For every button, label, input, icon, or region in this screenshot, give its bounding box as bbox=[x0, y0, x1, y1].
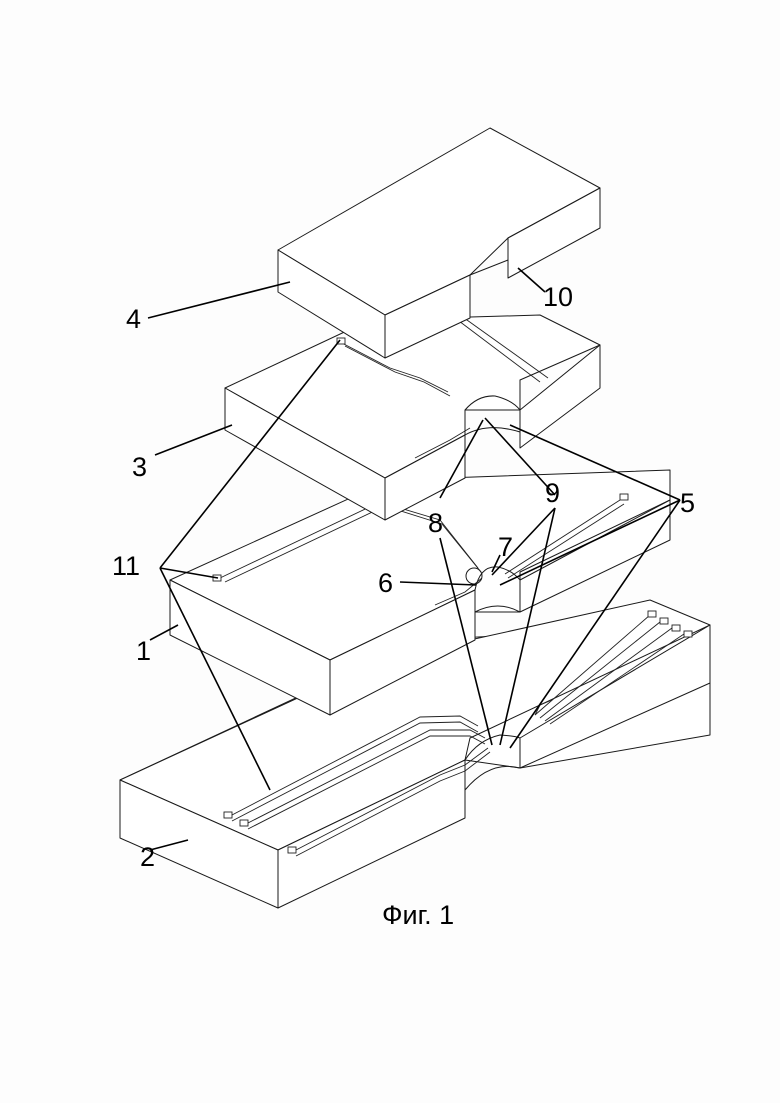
label-5: 5 bbox=[680, 488, 695, 518]
pad-icon bbox=[660, 618, 668, 624]
pad-icon bbox=[240, 820, 248, 826]
label-1: 1 bbox=[136, 636, 151, 666]
pad-icon bbox=[620, 494, 628, 500]
pad-icon bbox=[648, 611, 656, 617]
label-4: 4 bbox=[126, 304, 141, 334]
label-7: 7 bbox=[498, 532, 513, 562]
label-6: 6 bbox=[378, 568, 393, 598]
pad-icon bbox=[288, 847, 296, 853]
pad-icon bbox=[224, 812, 232, 818]
pad-icon bbox=[684, 631, 692, 637]
label-11: 11 bbox=[112, 551, 140, 581]
label-10: 10 bbox=[543, 282, 573, 312]
label-3: 3 bbox=[132, 452, 147, 482]
pad-icon bbox=[672, 625, 680, 631]
figure-caption: Фиг. 1 bbox=[382, 900, 454, 930]
label-9: 9 bbox=[545, 478, 560, 508]
label-2: 2 bbox=[140, 842, 155, 872]
label-8: 8 bbox=[428, 508, 443, 538]
